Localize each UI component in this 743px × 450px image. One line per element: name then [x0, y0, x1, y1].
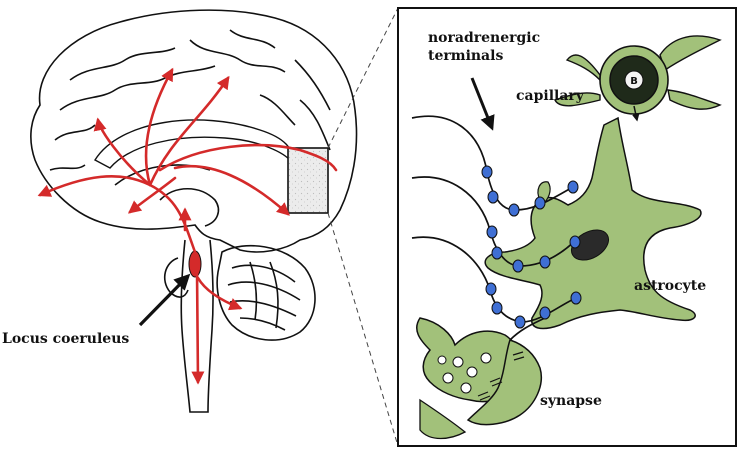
locus-coeruleus-label: Locus coeruleus: [2, 331, 129, 347]
brain-sagittal: [30, 9, 358, 413]
blood-cell-label: B: [630, 76, 638, 87]
zoom-lines: [327, 7, 399, 447]
capillary-label: capillary: [516, 88, 585, 104]
noradrenergic-label-line2: terminals: [428, 48, 503, 64]
capillary: B: [554, 35, 722, 122]
astrocyte-label: astrocyte: [634, 278, 706, 294]
terminals-pointer-arrow: [470, 77, 495, 131]
noradrenergic-label-line1: noradrenergic: [428, 30, 540, 46]
synapse-label: synapse: [540, 393, 602, 409]
brain-outline: [30, 9, 358, 253]
synapse-structures: [416, 317, 542, 440]
astrocyte-nucleus: [571, 229, 609, 261]
inset-content: B: [411, 30, 722, 440]
noradrenergic-projections: [37, 67, 338, 385]
cerebellum: [216, 245, 316, 341]
locus-coeruleus-nucleus: [188, 250, 202, 278]
locus-pointer-arrow: [138, 273, 191, 327]
brainstem: [180, 239, 214, 413]
varicosities: [481, 165, 582, 329]
